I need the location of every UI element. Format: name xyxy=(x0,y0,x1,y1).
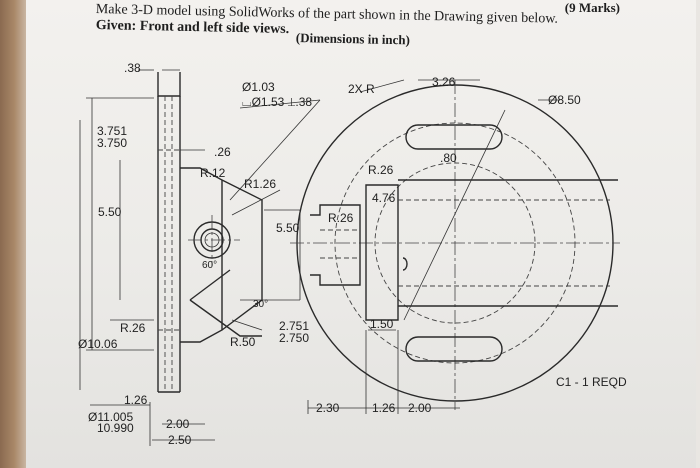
marks-label: (9 Marks) xyxy=(564,0,620,15)
note-angle-30: 30° xyxy=(253,299,268,310)
side-view-dimensions: 2X R 3.26 Ø8.50 .80 R.26 4.76 R.26 1.50 … xyxy=(316,75,627,415)
dim-r26: R.26 xyxy=(120,321,146,335)
note-angle-60: 60° xyxy=(202,260,217,271)
dim-r26-mid: R.26 xyxy=(328,211,354,225)
dim-126-side: 1.26 xyxy=(372,401,396,415)
dim-r26-top: R.26 xyxy=(368,163,394,177)
dim-3751: 3.751 xyxy=(97,124,127,138)
note-2750: 2.750 xyxy=(279,331,309,345)
note-r126: R1.26 xyxy=(244,177,276,191)
dim-r12: R.12 xyxy=(200,166,226,180)
desk-edge xyxy=(0,0,26,468)
dim-10990: 10.990 xyxy=(97,421,134,435)
part-quantity-note: C1 - 1 REQD xyxy=(556,375,627,389)
note-550: 5.50 xyxy=(276,221,300,235)
dim-026: .26 xyxy=(214,145,231,159)
dim-1006: Ø10.06 xyxy=(78,337,118,351)
note-2751: 2.751 xyxy=(279,319,309,333)
note-counterbore: ⌴Ø1.53 ⟂.38 xyxy=(242,95,312,109)
note-r50: R.50 xyxy=(230,335,256,349)
note-hole-dia: Ø1.03 xyxy=(242,80,275,94)
dim-200-side: 2.00 xyxy=(408,401,432,415)
front-view-dimensions: .38 3.751 3.750 .26 R.12 5.50 Ø10.06 R.2… xyxy=(78,61,231,447)
front-view xyxy=(79,69,321,446)
dim-476: 4.76 xyxy=(372,191,396,205)
dim-080: .80 xyxy=(440,151,457,165)
dim-150: 1.50 xyxy=(370,317,394,331)
center-notes: Ø1.03 ⌴Ø1.53 ⟂.38 R1.26 5.50 60° 30° 2.7… xyxy=(202,80,312,349)
dim-3750: 3.750 xyxy=(97,136,127,150)
dim-200: 2.00 xyxy=(166,417,190,431)
side-view xyxy=(290,79,620,414)
paper-sheet xyxy=(26,0,696,468)
dim-2xr: 2X R xyxy=(348,82,375,96)
dim-230: 2.30 xyxy=(316,401,340,415)
dim-250: 2.50 xyxy=(168,433,192,447)
dim-126: 1.26 xyxy=(124,393,148,407)
dim-850: Ø8.50 xyxy=(548,93,581,107)
dim-326: 3.26 xyxy=(432,75,456,89)
dim-550: 5.50 xyxy=(98,205,122,219)
dim-038: .38 xyxy=(124,61,141,75)
dim-11005: Ø11.005 xyxy=(88,410,133,424)
